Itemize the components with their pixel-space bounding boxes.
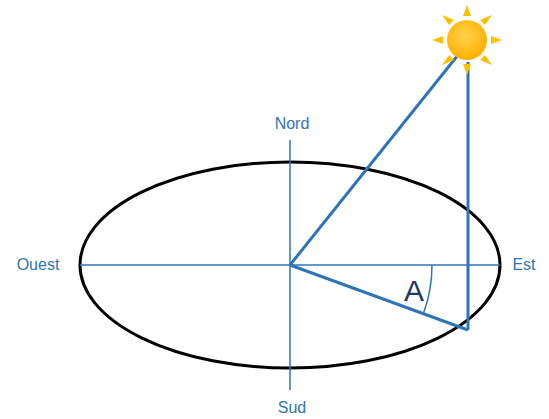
sun-ray-line [290, 55, 458, 265]
compass-label: Est [512, 257, 535, 273]
azimuth-line [290, 265, 468, 330]
sun-icon [432, 5, 502, 75]
compass-label: Nord [275, 116, 310, 132]
angle-label: A [404, 276, 424, 306]
compass-label: Ouest [17, 257, 60, 273]
compass-label: Sud [278, 400, 306, 416]
vertical-projection [467, 62, 470, 330]
angle-arc [423, 265, 432, 314]
